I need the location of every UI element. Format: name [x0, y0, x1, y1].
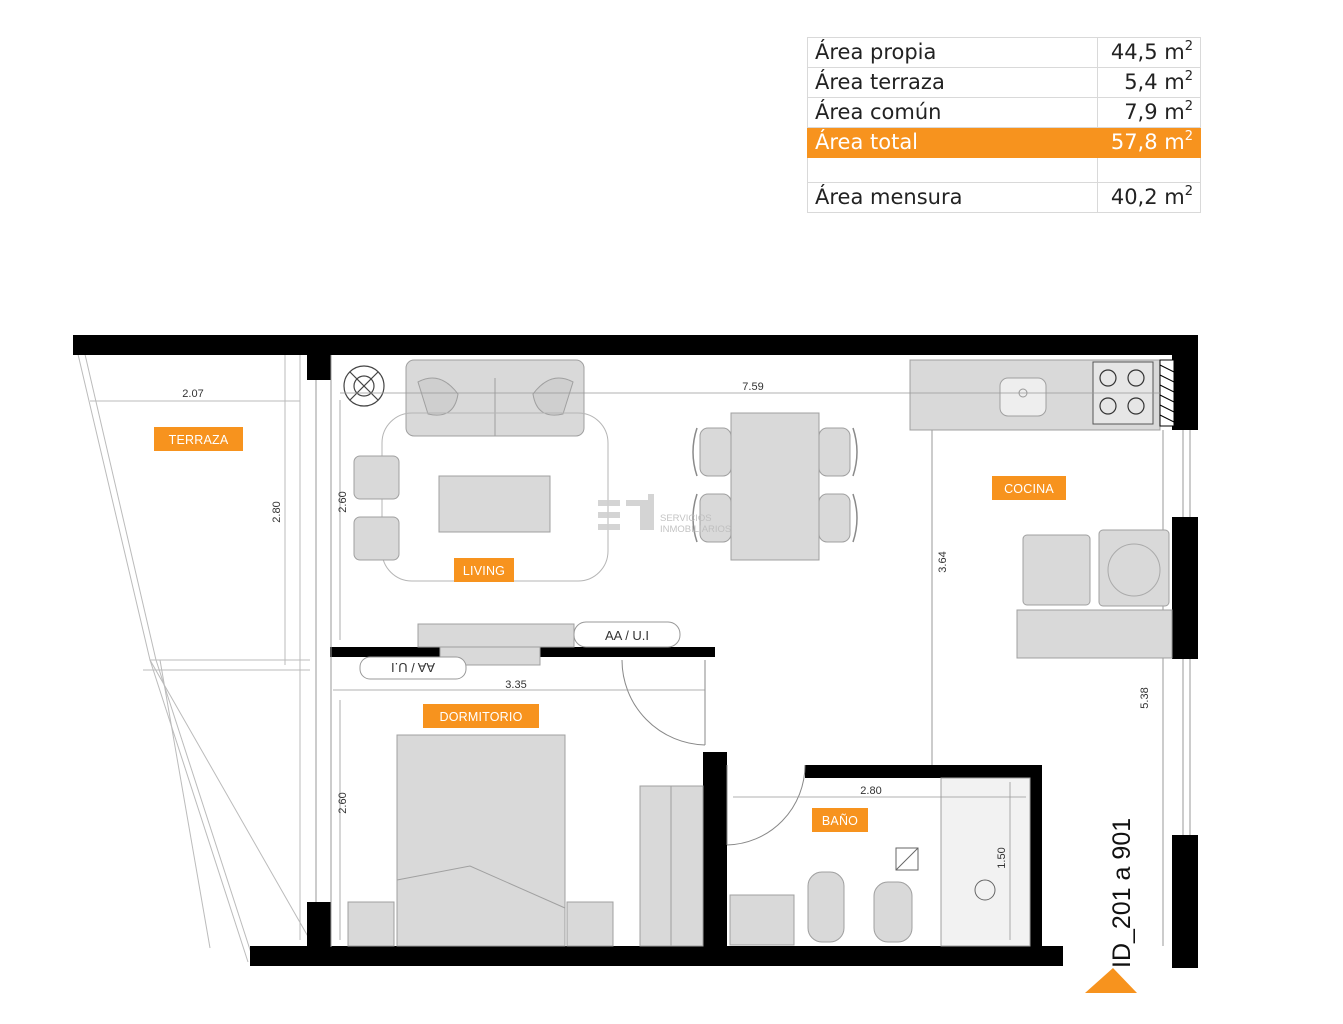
room-label-terraza: TERRAZA	[154, 427, 243, 451]
kitchen-furniture	[909, 359, 1173, 659]
svg-text:DORMITORIO: DORMITORIO	[439, 710, 522, 724]
north-arrow-icon	[1085, 968, 1137, 993]
coffee-table	[438, 475, 551, 533]
area-value: 57,8 m2	[1097, 127, 1201, 158]
bathroom-fixtures	[729, 777, 1031, 947]
svg-text:AA / U.I: AA / U.I	[391, 660, 435, 675]
area-label: Área propia	[807, 37, 1098, 68]
area-value: 5,4 m2	[1097, 67, 1201, 98]
dining-chair	[699, 427, 732, 477]
cooktop-burners	[1099, 369, 1145, 415]
svg-text:LIVING: LIVING	[463, 564, 505, 578]
sofa-cushion	[417, 377, 459, 416]
svg-text:AA / U.I: AA / U.I	[605, 628, 649, 643]
armchair	[353, 516, 400, 561]
kitchen-window-hatch	[1159, 359, 1175, 427]
dim-terraza-depth: 2.80	[271, 501, 283, 522]
dining-chair	[818, 493, 851, 543]
area-label: Área común	[807, 97, 1098, 128]
area-label: Área total	[807, 127, 1098, 158]
area-row-total: Área total 57,8 m2	[807, 127, 1201, 158]
armchair	[353, 455, 400, 500]
area-value: 7,9 m2	[1097, 97, 1201, 128]
nightstand	[566, 901, 614, 947]
bidet	[873, 881, 913, 943]
tv-unit	[417, 623, 575, 648]
living-furniture	[353, 359, 851, 666]
room-label-cocina: COCINA	[992, 476, 1066, 500]
nightstand	[347, 901, 395, 947]
svg-text:TERRAZA: TERRAZA	[169, 433, 229, 447]
dining-chair	[818, 427, 851, 477]
dim-dormitorio-depth: 2.60	[337, 792, 349, 813]
dim-total-depth: 5.38	[1139, 687, 1151, 708]
dim-bano-depth: 1.50	[996, 847, 1008, 868]
terraza-area	[76, 349, 311, 963]
logo-line-2: INMOBILIARIOS	[660, 524, 731, 535]
sofa-cushion	[532, 377, 574, 416]
area-row-terraza: Área terraza 5,4 m2	[807, 67, 1201, 98]
watermark-logo: SERVICIOS INMOBILIARIOS	[598, 494, 731, 535]
ceiling-fan-icon	[343, 365, 385, 407]
walls	[73, 335, 1198, 968]
area-label: Área terraza	[807, 67, 1098, 98]
area-label: Área mensura	[807, 182, 1098, 213]
area-table: Área propia 44,5 m2 Área terraza 5,4 m2 …	[807, 37, 1201, 213]
bed	[396, 734, 566, 947]
room-label-dormitorio: DORMITORIO	[423, 704, 539, 728]
aa-unit-living: AA / U.I	[573, 621, 681, 648]
washing-drum	[1107, 543, 1161, 597]
room-label-bano: BAÑO	[812, 808, 868, 832]
dim-living-width: 7.59	[742, 381, 763, 393]
door-swings	[621, 659, 806, 846]
dim-terraza-width: 2.07	[182, 388, 203, 400]
dimension-lines	[333, 392, 1160, 940]
area-row-spacer	[807, 157, 1201, 183]
logo-line-1: SERVICIOS	[660, 513, 712, 524]
shower-details	[895, 847, 996, 901]
svg-text:BAÑO: BAÑO	[822, 814, 858, 828]
dining-chair-arcs	[692, 427, 858, 543]
aa-unit-dormitorio: AA / U.I	[359, 656, 467, 680]
unit-id-label: ID_201 a 901	[1108, 818, 1136, 968]
bedroom-furniture	[347, 734, 704, 947]
shower	[940, 777, 1031, 947]
dim-dormitorio-width: 3.35	[505, 679, 526, 691]
svg-text:COCINA: COCINA	[1004, 482, 1054, 496]
area-row-mensura: Área mensura 40,2 m2	[807, 182, 1201, 213]
dining-chair	[699, 493, 732, 543]
area-value: 40,2 m2	[1097, 182, 1201, 213]
area-value: 44,5 m2	[1097, 37, 1201, 68]
toilet	[807, 871, 845, 943]
dining-table	[730, 412, 820, 561]
dim-bano-width: 2.80	[860, 785, 881, 797]
washing-machine	[1098, 529, 1170, 607]
room-label-living: LIVING	[454, 558, 514, 582]
kitchen-appliance	[1022, 534, 1091, 606]
tv-unit	[439, 646, 541, 666]
area-row-comun: Área común 7,9 m2	[807, 97, 1201, 128]
kitchen-island	[1016, 609, 1173, 659]
area-row-propia: Área propia 44,5 m2	[807, 37, 1201, 68]
dim-living-depth: 2.60	[337, 491, 349, 512]
vanity	[729, 894, 795, 946]
dim-cocina-depth: 3.64	[937, 551, 949, 572]
